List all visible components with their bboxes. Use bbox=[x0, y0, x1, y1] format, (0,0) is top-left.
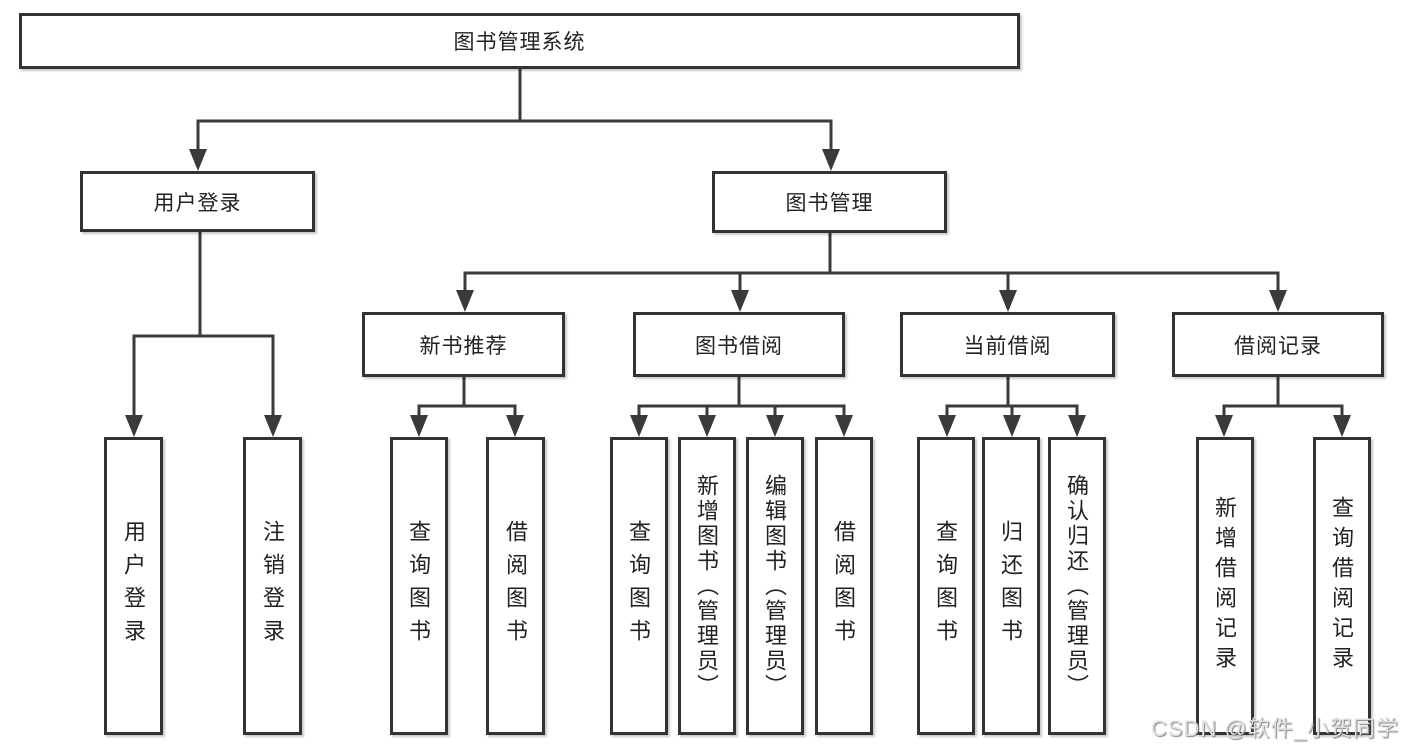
section-label: 当前借阅 bbox=[963, 334, 1052, 358]
leaf-return-books: 归还图书 bbox=[982, 437, 1040, 735]
node-book-mgmt: 图书管理 bbox=[712, 171, 947, 233]
csdn-watermark: CSDN @软件_小贺同学 bbox=[1150, 716, 1399, 741]
leaf-label: 查询借阅记录 bbox=[1329, 496, 1354, 676]
node-root-label: 图书管理系统 bbox=[453, 31, 586, 54]
leaf-borrow-books-1: 借阅图书 bbox=[486, 437, 545, 735]
section-label: 新书推荐 bbox=[419, 334, 508, 358]
leaf-label: 归还图书 bbox=[998, 520, 1023, 652]
leaf-query-books-2: 查询图书 bbox=[610, 437, 668, 735]
leaf-label: 确认归还（管理员） bbox=[1064, 473, 1089, 699]
node-current-borrow: 当前借阅 bbox=[900, 312, 1115, 377]
node-book-mgmt-label: 图书管理 bbox=[785, 192, 874, 215]
node-user-login: 用户登录 bbox=[80, 171, 315, 232]
leaf-label: 查询图书 bbox=[933, 520, 958, 652]
node-root: 图书管理系统 bbox=[19, 13, 1020, 69]
leaf-label: 借阅图书 bbox=[831, 520, 856, 652]
leaf-add-books-admin: 新增图书（管理员） bbox=[678, 437, 736, 735]
leaf-label: 查询图书 bbox=[406, 520, 431, 652]
leaf-query-books-1: 查询图书 bbox=[390, 437, 448, 735]
node-user-login-label: 用户登录 bbox=[153, 191, 242, 215]
leaf-label: 新增借阅记录 bbox=[1212, 496, 1237, 676]
node-borrow-records: 借阅记录 bbox=[1172, 312, 1384, 377]
leaf-label: 借阅图书 bbox=[503, 520, 528, 652]
leaf-label: 编辑图书（管理员） bbox=[762, 473, 787, 699]
leaf-label: 用户登录 bbox=[121, 520, 146, 652]
leaf-logout: 注销登录 bbox=[243, 437, 302, 735]
leaf-user-login: 用户登录 bbox=[104, 437, 163, 735]
leaf-query-borrow-record: 查询借阅记录 bbox=[1313, 437, 1371, 735]
node-new-book-recommend: 新书推荐 bbox=[362, 312, 565, 377]
leaf-edit-books-admin: 编辑图书（管理员） bbox=[746, 437, 804, 735]
leaf-label: 查询图书 bbox=[626, 520, 651, 652]
leaf-borrow-books-2: 借阅图书 bbox=[815, 437, 873, 735]
leaf-label: 新增图书（管理员） bbox=[694, 473, 719, 699]
section-label: 借阅记录 bbox=[1234, 334, 1322, 358]
leaf-add-borrow-record: 新增借阅记录 bbox=[1196, 437, 1254, 735]
leaf-confirm-return-admin: 确认归还（管理员） bbox=[1048, 437, 1106, 735]
leaf-label: 注销登录 bbox=[260, 520, 285, 652]
node-book-borrow: 图书借阅 bbox=[633, 312, 845, 377]
leaf-query-books-3: 查询图书 bbox=[917, 437, 975, 735]
section-label: 图书借阅 bbox=[695, 334, 783, 358]
